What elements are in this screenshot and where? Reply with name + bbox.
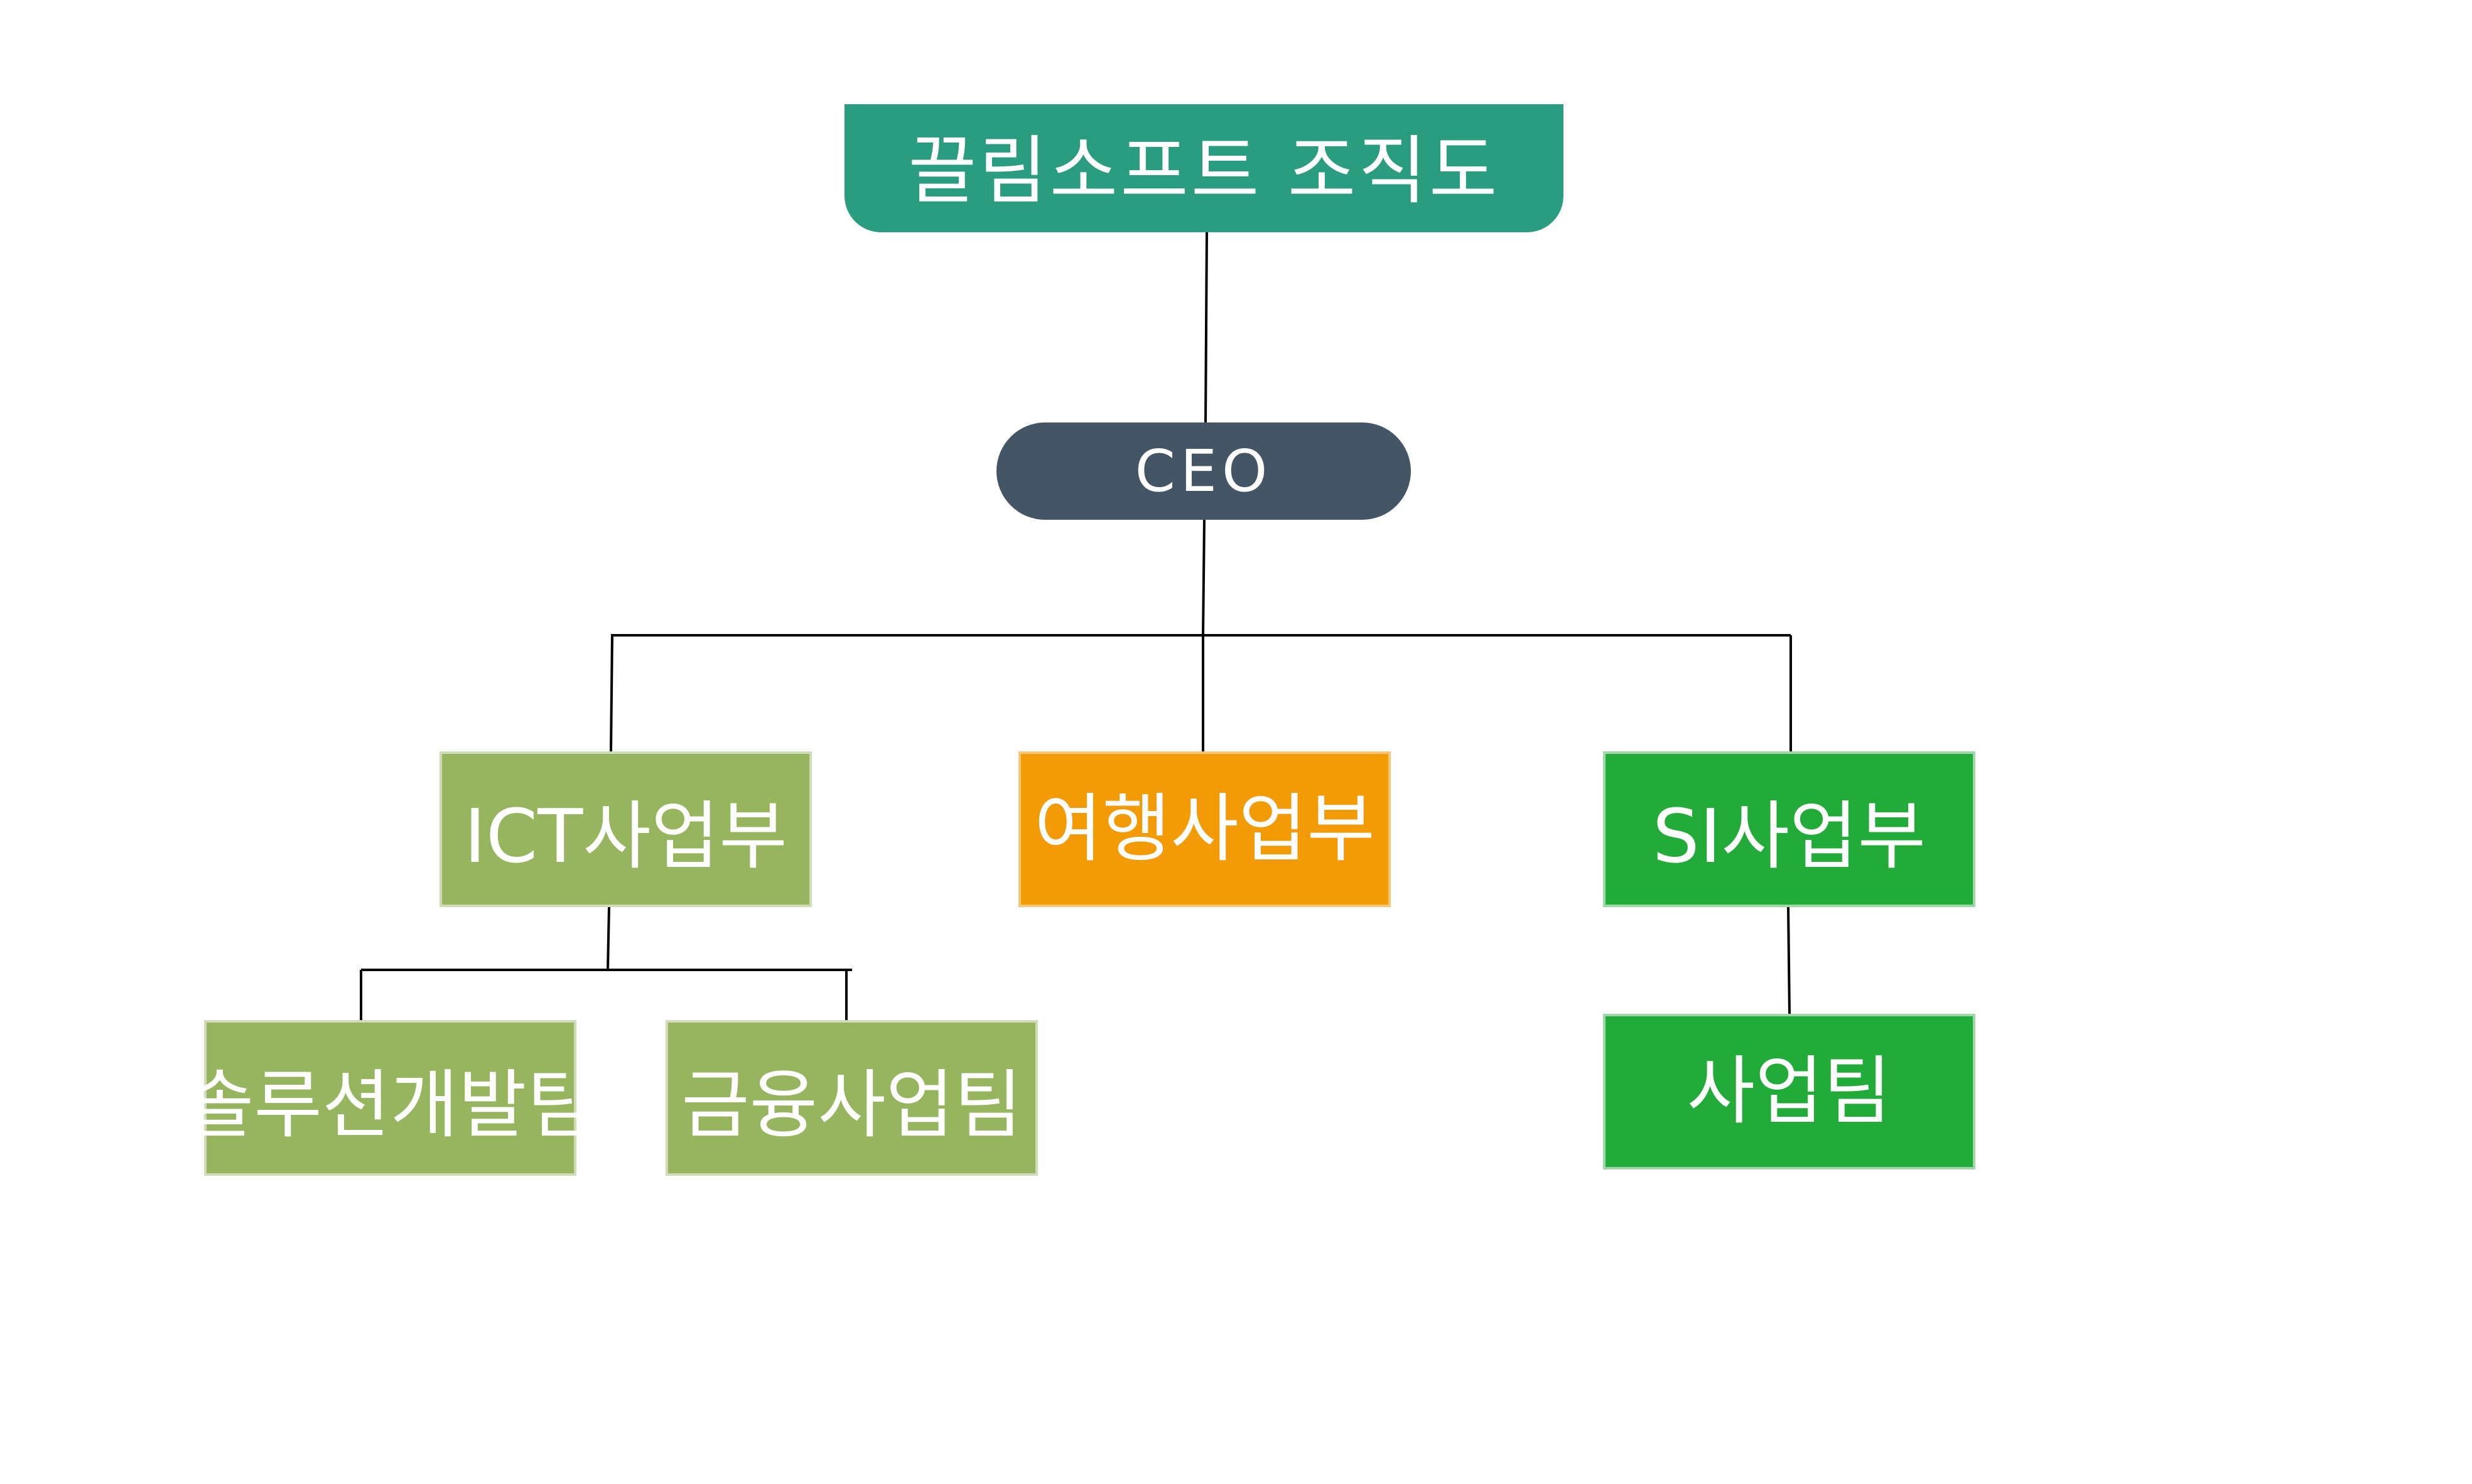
org-chart-title-text: 끌림소프트 조직도 — [908, 127, 1500, 214]
org-chart-title: 끌림소프트 조직도 — [845, 104, 1563, 232]
si-division-node: SI사업부 — [1603, 751, 1975, 907]
finance-team-label: 금융사업팀 — [681, 1061, 1022, 1148]
ceo-trunk-connector — [1202, 519, 1206, 636]
ict-drop-connector — [610, 635, 613, 752]
solution-dev-team-label: 솔루션개발팀 — [185, 1061, 595, 1148]
ceo-label: CEO — [1135, 438, 1273, 505]
ict-division-node: ICT사업부 — [440, 751, 812, 907]
travel-division-node: 여행사업부 — [1018, 751, 1391, 907]
si-team-connector — [1787, 906, 1791, 1014]
business-team-node: 사업팀 — [1603, 1014, 1975, 1169]
ict-division-label: ICT사업부 — [464, 792, 787, 879]
travel-division-label: 여행사업부 — [1034, 785, 1375, 872]
finance-team-node: 금융사업팀 — [666, 1020, 1038, 1176]
ceo-node: CEO — [996, 422, 1411, 520]
si-division-label: SI사업부 — [1652, 792, 1926, 879]
title-ceo-connector — [1204, 232, 1208, 423]
ict-team-trunk-connector — [607, 906, 610, 971]
solution-dev-team-node: 솔루션개발팀 — [186, 1020, 595, 1176]
business-team-label: 사업팀 — [1687, 1047, 1892, 1134]
